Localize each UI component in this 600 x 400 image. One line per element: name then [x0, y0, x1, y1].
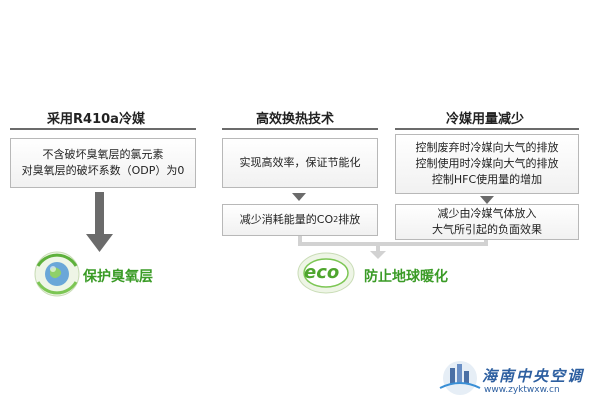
heading-heat-exchange-underline: [222, 128, 378, 130]
box-r410a-description: 不含破坏臭氧层的氯元素 对臭氧层的破坏系数（ODP）为0: [10, 138, 196, 188]
right-arrow-head: [480, 196, 494, 204]
connector-horizontal: [298, 242, 488, 246]
box-r410a-line-1: 不含破坏臭氧层的氯元素: [42, 148, 164, 161]
heading-r410a: 采用R410a冷媒: [47, 112, 145, 127]
connector-eco-arrow: [370, 251, 386, 259]
box-r410a-line-2: 对臭氧层的破坏系数（ODP）为0: [21, 164, 185, 177]
box-negative-line-2: 大气所引起的负面效果: [432, 223, 542, 236]
heading-heat-exchange: 高效换热技术: [255, 112, 334, 127]
box-refrigerant-line-2: 控制使用时冷媒向大气的排放: [415, 157, 559, 170]
heading-r410a-underline: [10, 128, 196, 130]
box-refrigerant-line-1: 控制废弃时冷媒向大气的排放: [415, 141, 559, 154]
heading-refrigerant-reduction-underline: [395, 128, 579, 130]
watermark-title: 海南中央空调: [482, 367, 585, 385]
connector-middle-down: [298, 236, 302, 244]
left-arrow-head: [86, 234, 113, 252]
box-negative-line-1: 减少由冷媒气体放入: [437, 207, 537, 220]
box-co2-suffix: 排放: [338, 213, 361, 226]
left-arrow-shaft: [95, 192, 104, 236]
heading-refrigerant-reduction: 冷媒用量减少: [445, 112, 524, 127]
box-negative-effect: 减少由冷媒气体放入 大气所引起的负面效果: [395, 204, 579, 240]
result-prevent-warming: 防止地球暖化: [364, 269, 448, 285]
box-high-efficiency-line-1: 实现高效率，保证节能化: [239, 156, 361, 169]
box-high-efficiency: 实现高效率，保证节能化: [222, 138, 378, 188]
middle-arrow-head: [292, 193, 306, 201]
box-refrigerant-line-3: 控制HFC使用量的增加: [431, 173, 543, 186]
watermark-url: www.zyktwxw.cn: [484, 385, 560, 395]
box-co2-subscript: 2: [333, 215, 339, 224]
result-protect-ozone: 保护臭氧层: [83, 269, 153, 285]
eco-logo-text: eco: [304, 262, 340, 283]
ozone-globe-icon: [34, 251, 80, 297]
watermark-logo-icon: [439, 361, 481, 395]
connector-right-down: [484, 240, 488, 244]
box-refrigerant-control: 控制废弃时冷媒向大气的排放 控制使用时冷媒向大气的排放 控制HFC使用量的增加: [395, 134, 579, 194]
connector-to-eco: [376, 244, 380, 252]
box-co2-text: 减少消耗能量的CO: [239, 213, 334, 226]
